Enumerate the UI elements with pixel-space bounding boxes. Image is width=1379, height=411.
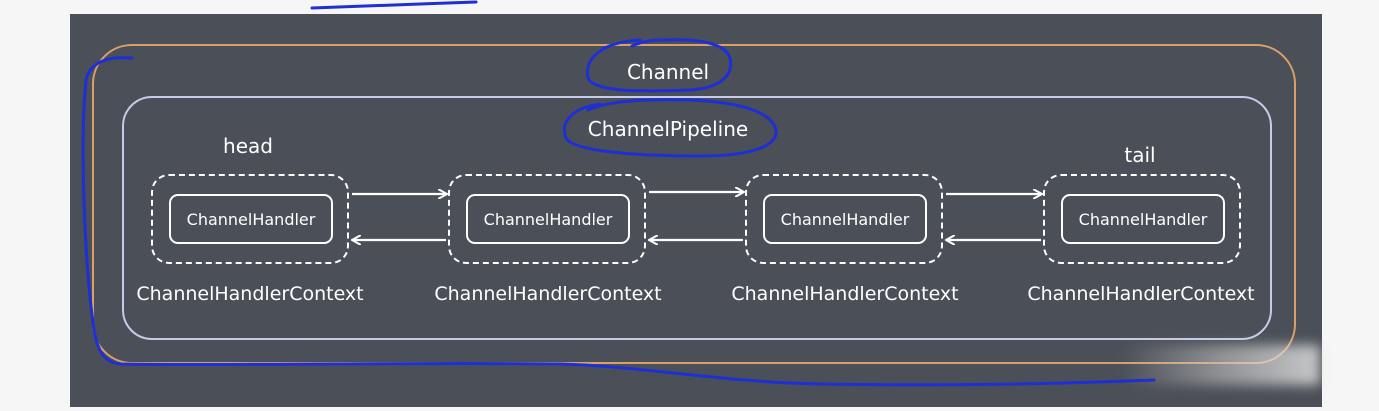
head-label: head [223, 134, 273, 158]
channel-handler-box-3: ChannelHandler [763, 194, 927, 244]
handler-context-node-1: ChannelHandler [151, 174, 349, 264]
channel-handler-box-4: ChannelHandler [1061, 194, 1225, 244]
channel-handler-box-2: ChannelHandler [466, 194, 630, 244]
handler-context-node-3: ChannelHandler [745, 174, 943, 264]
context-label-1: ChannelHandlerContext [136, 283, 364, 305]
annotation-outer-loop [81, 56, 1156, 387]
handler-context-node-2: ChannelHandler [448, 174, 646, 264]
annotation-channel-circle [585, 38, 733, 93]
context-label-2: ChannelHandlerContext [434, 283, 662, 305]
channel-handler-box-1: ChannelHandler [169, 194, 333, 244]
channel-title: Channel [626, 60, 710, 84]
context-label-4: ChannelHandlerContext [1027, 283, 1255, 305]
channel-pipeline-container [122, 96, 1272, 340]
diagram-panel [70, 14, 1322, 407]
annotation-pipeline-circle [562, 98, 778, 158]
context-label-3: ChannelHandlerContext [731, 283, 959, 305]
channel-pipeline-title: ChannelPipeline [587, 117, 749, 141]
annotation-top-stroke [310, 0, 478, 10]
handler-context-node-4: ChannelHandler [1043, 174, 1241, 264]
tail-label: tail [1124, 143, 1156, 167]
channel-container [92, 44, 1296, 364]
blurred-corner-smudge [1120, 345, 1320, 385]
